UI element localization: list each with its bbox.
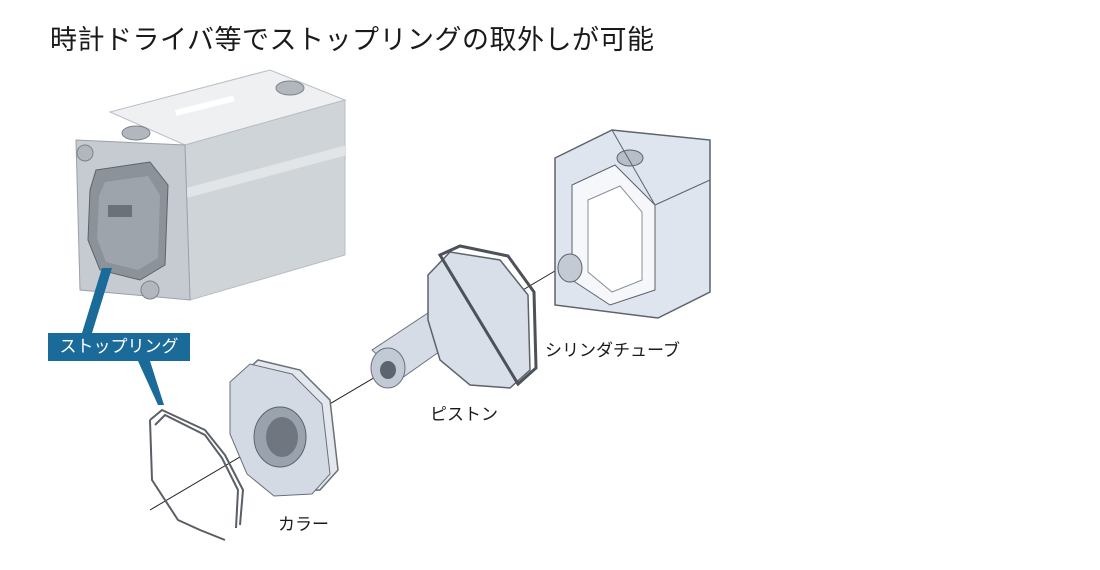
piston-label: ピストン bbox=[430, 405, 498, 425]
callout-pointer-top bbox=[82, 268, 112, 333]
cylinder-tube-image bbox=[554, 129, 711, 319]
collar-image bbox=[229, 359, 339, 497]
stop-ring-image bbox=[149, 408, 245, 541]
callout-pointer-bottom bbox=[138, 361, 164, 405]
stop-ring-callout: ストップリング bbox=[48, 333, 190, 361]
assembled-cylinder-image bbox=[75, 69, 347, 301]
page-title: 時計ドライバ等でストップリングの取外しが可能 bbox=[50, 25, 655, 56]
cylinder-tube-label: シリンダチューブ bbox=[545, 341, 680, 361]
collar-label: カラー bbox=[278, 515, 329, 535]
piston-image bbox=[370, 244, 538, 389]
